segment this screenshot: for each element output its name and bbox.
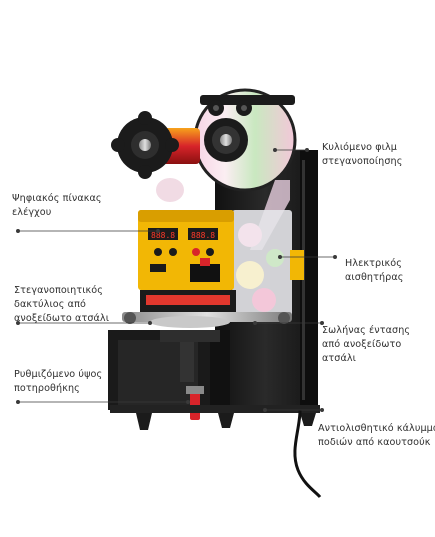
sensor-sticker <box>290 250 304 280</box>
display-left: 888.8 <box>151 231 175 240</box>
label-tension-tube-line1: Σωλήνας έντασης <box>322 325 411 336</box>
label-control-panel: Ψηφιακός πίνακας ελέγχου <box>12 192 102 220</box>
label-film-roll: Κυλιόμενο φιλμ στεγανοποίησης <box>322 141 402 169</box>
label-sensor: Ηλεκτρικός αισθητήρας <box>345 257 404 285</box>
label-film-roll-line2: στεγανοποίησης <box>322 156 403 167</box>
steel-sealing-ring <box>122 312 292 328</box>
label-control-panel-line2: ελέγχου <box>12 207 52 218</box>
label-adjustable-tray-line2: ποτηροθήκης <box>14 383 80 394</box>
label-sensor-line2: αισθητήρας <box>345 272 404 283</box>
rubber-feet <box>110 405 320 430</box>
transparent-cover <box>232 210 292 320</box>
label-tension-tube-line2: από ανοξείδωτο <box>322 339 402 350</box>
label-sensor-line1: Ηλεκτρικός <box>345 258 402 269</box>
label-film-roll-line1: Κυλιόμενο φιλμ <box>322 142 397 153</box>
label-tension-tube: Σωλήνας έντασης από ανοξείδωτο ατσάλι <box>322 324 410 366</box>
label-sealing-ring-line1: Στεγανοποιητικός <box>14 285 104 296</box>
label-rubber-feet: Αντιολισθητικό κάλυμμα ποδιών από καουτσ… <box>318 422 435 450</box>
label-adjustable-tray-line1: Ρυθμιζόμενο ύψος <box>14 369 103 380</box>
label-adjustable-tray: Ρυθμιζόμενο ύψος ποτηροθήκης <box>14 368 102 396</box>
label-tension-tube-line3: ατσάλι <box>322 353 357 364</box>
label-rubber-feet-line1: Αντιολισθητικό κάλυμμα <box>318 423 435 434</box>
label-sealing-ring-line3: ανοξείδωτο ατσάλι <box>14 313 110 324</box>
take-up-roll <box>111 111 200 202</box>
sealing-film-roll <box>193 88 297 250</box>
label-rubber-feet-line2: ποδιών από καουτσούκ <box>318 437 431 448</box>
label-control-panel-line1: Ψηφιακός πίνακας <box>12 193 102 204</box>
label-sealing-ring-line2: δακτύλιος από <box>14 299 86 310</box>
power-cable <box>293 409 322 499</box>
digital-control-panel: 888.8 888.8 <box>138 210 234 290</box>
sealing-window <box>140 290 236 312</box>
label-sealing-ring: Στεγανοποιητικός δακτύλιος από ανοξείδωτ… <box>14 284 109 326</box>
display-right: 888.8 <box>191 231 215 240</box>
